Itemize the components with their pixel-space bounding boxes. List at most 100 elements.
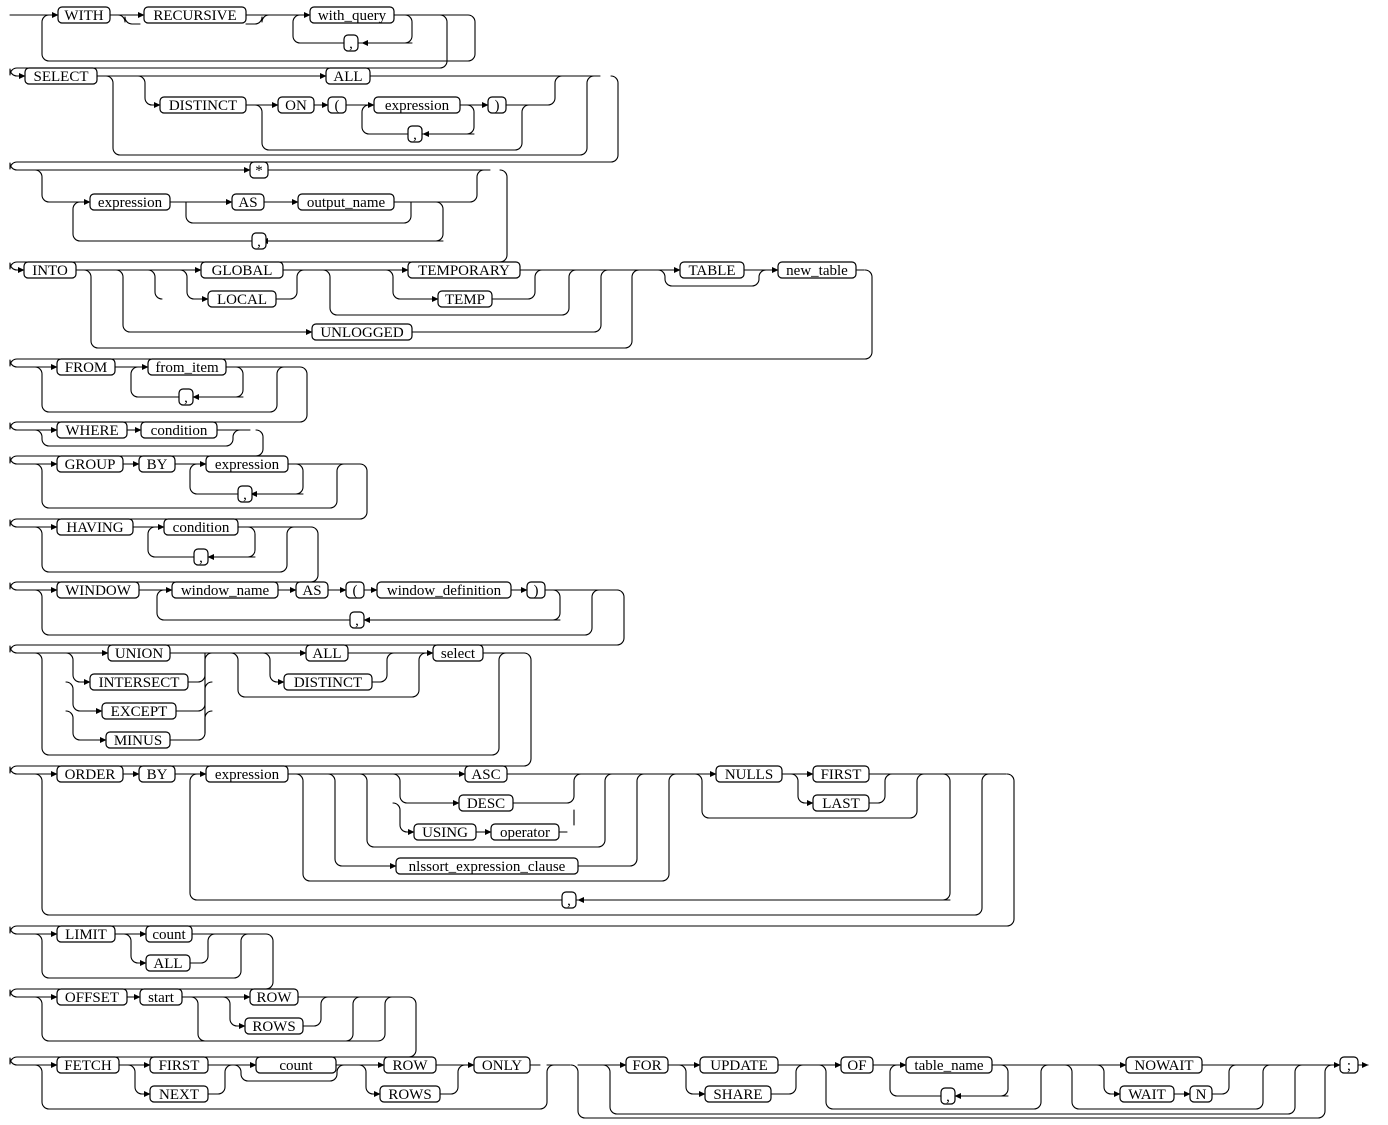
kw-asc-frame (464, 765, 508, 783)
rail-line (34, 169, 50, 203)
ident-with-query-label: with_query (318, 8, 387, 24)
ident-from-item-frame (147, 358, 227, 376)
rail-line (34, 933, 50, 979)
kw-distinct-union-label: DISTINCT (294, 675, 362, 691)
rail-line (539, 1064, 555, 1110)
kw-table: TABLE (679, 261, 745, 279)
rail-line (115, 269, 131, 333)
rail-line (358, 1064, 374, 1095)
rail-line (9, 996, 417, 1066)
kw-where-label: WHERE (65, 423, 118, 439)
kw-row: ROW (249, 988, 299, 1006)
rail-line (269, 366, 285, 413)
rail-line (624, 269, 640, 349)
kw-union-frame (107, 644, 171, 662)
ident-select-frame (432, 644, 484, 662)
kw-global-frame (200, 261, 284, 279)
ident-table-name: table_name (905, 1056, 993, 1074)
kw-of-frame (840, 1056, 874, 1074)
kw-as: AS (231, 193, 265, 211)
comma-target-label: , (257, 234, 261, 250)
kw-window-label: WINDOW (65, 583, 132, 599)
rail-line (570, 1064, 586, 1119)
ident-expression-order-label: expression (215, 767, 280, 783)
kw-first-fetch: FIRST (149, 1056, 209, 1074)
kw-using-frame (413, 823, 477, 841)
rail-line (629, 773, 645, 867)
rail-line (65, 681, 81, 712)
ident-select-label: select (441, 646, 476, 662)
rail-line (34, 429, 50, 447)
kw-minus-frame (105, 731, 171, 749)
kw-all-union-label: ALL (312, 646, 341, 662)
ident-from-item: from_item (147, 358, 227, 376)
kw-where: WHERE (56, 421, 128, 439)
ident-condition-having-frame (163, 518, 239, 536)
kw-limit-frame (56, 925, 116, 943)
rail-line (877, 773, 893, 804)
kw-rows-fetch: ROWS (379, 1085, 441, 1103)
comma-distinct-frame (407, 125, 423, 143)
kw-recursive-label: RECURSIVE (153, 8, 236, 24)
kw-select: SELECT (24, 67, 98, 85)
comma-from-label: , (184, 390, 188, 406)
kw-nulls-frame (715, 765, 783, 783)
kw-temp-label: TEMP (445, 292, 485, 308)
ident-expression-target-frame (89, 193, 171, 211)
ident-window-definition-frame (376, 581, 512, 599)
comma-having-label: , (199, 550, 203, 566)
ident-count-limit-label: count (152, 927, 186, 943)
kw-intersect: INTERSECT (89, 673, 189, 691)
kw-on: ON (277, 96, 315, 114)
kw-table-label: TABLE (688, 263, 735, 279)
kw-on-label: ON (285, 98, 307, 114)
ident-table-name-frame (905, 1056, 993, 1074)
kw-temporary: TEMPORARY (407, 261, 521, 279)
rail-line (322, 269, 338, 316)
comma-group-label: , (243, 487, 247, 503)
kw-rows-frame (244, 1017, 304, 1035)
rail-line (262, 652, 278, 683)
rail-line (469, 169, 485, 203)
ident-operator-label: operator (500, 825, 550, 841)
rparen-distinct-frame (487, 96, 507, 114)
rail-line (185, 201, 412, 224)
kw-where-frame (56, 421, 128, 439)
ident-operator: operator (490, 823, 560, 841)
ident-nlssort-clause-frame (395, 857, 579, 875)
comma-order-frame (561, 891, 577, 909)
kw-select-frame (24, 67, 98, 85)
rail-line (254, 14, 270, 25)
ident-with-query-frame (309, 6, 395, 24)
rail-line (9, 589, 625, 654)
star-label: * (255, 163, 263, 179)
rail-line (222, 996, 238, 1027)
kw-fetch: FETCH (56, 1056, 120, 1074)
kw-all-union-frame (305, 644, 349, 662)
rail-line (694, 773, 710, 819)
kw-offset-frame (56, 988, 128, 1006)
rail-line (561, 269, 577, 316)
ident-condition-having: condition (163, 518, 239, 536)
kw-asc-label: ASC (471, 767, 500, 783)
rail-line (818, 1064, 834, 1110)
rail-line (197, 710, 213, 741)
kw-next-frame (149, 1085, 209, 1103)
star-frame (249, 161, 269, 179)
kw-for-frame (625, 1056, 669, 1074)
kw-as-window-label: AS (302, 583, 321, 599)
kw-window: WINDOW (56, 581, 140, 599)
ident-output-name: output_name (297, 193, 395, 211)
kw-as-window: AS (295, 581, 329, 599)
kw-wait: WAIT (1119, 1085, 1175, 1103)
kw-offset-label: OFFSET (65, 990, 119, 1006)
ident-n: N (1189, 1085, 1213, 1103)
kw-row-label: ROW (257, 990, 293, 1006)
comma-of: , (940, 1087, 956, 1105)
kw-all-limit: ALL (145, 954, 191, 972)
rail-line (491, 652, 507, 756)
comma-of-label: , (946, 1089, 950, 1105)
ident-window-name-label: window_name (181, 583, 270, 599)
ident-condition-having-label: condition (173, 520, 230, 536)
kw-share-frame (704, 1085, 772, 1103)
